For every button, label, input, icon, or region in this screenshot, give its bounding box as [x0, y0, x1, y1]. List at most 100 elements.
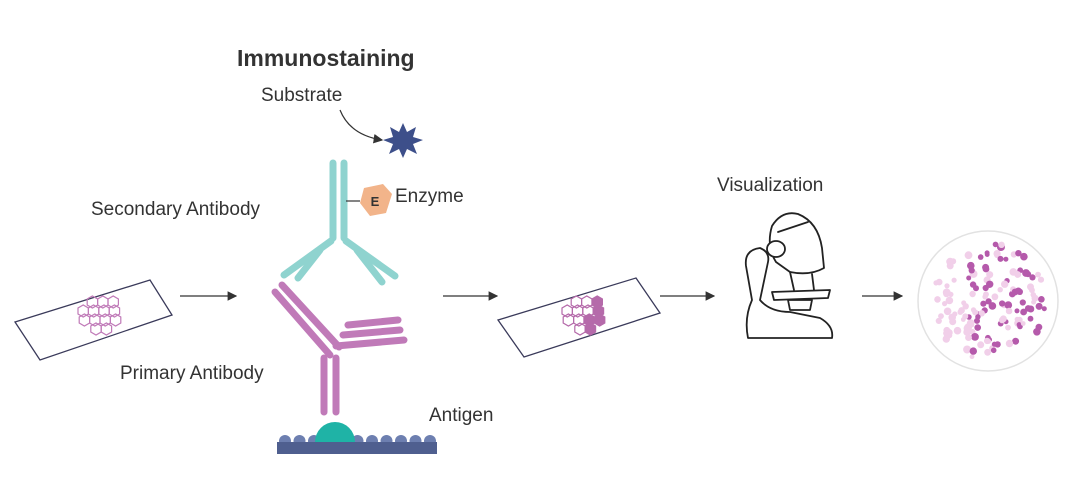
stained-cell: [1001, 280, 1009, 288]
micrograph-icon: [917, 230, 1059, 372]
stained-cell: [1012, 337, 1020, 345]
substrate-star-icon: [383, 123, 423, 158]
stained-cell: [942, 288, 951, 297]
stained-cell: [966, 275, 972, 281]
stained-cell: [962, 303, 969, 310]
stained-cell: [1005, 324, 1011, 331]
stained-cell: [953, 326, 962, 335]
title: Immunostaining: [237, 45, 415, 71]
stained-cell: [997, 255, 1004, 262]
tissue-cell: [109, 313, 122, 327]
stained-cell: [934, 296, 941, 303]
tissue-cell: [584, 322, 597, 336]
enzyme-icon: [360, 184, 392, 216]
stained-cell: [952, 311, 958, 317]
stained-cell: [971, 333, 979, 341]
stained-cell: [997, 287, 1003, 293]
stained-cell: [984, 348, 991, 356]
primary-antibody: [271, 281, 408, 416]
stained-cell: [969, 290, 976, 298]
stained-cell: [972, 309, 979, 316]
stained-cell: [969, 281, 977, 288]
microscope-icon: [744, 212, 834, 339]
stained-cell: [980, 300, 987, 307]
antigen: [315, 422, 355, 442]
stained-cell: [1027, 283, 1034, 291]
stained-cell: [985, 338, 992, 344]
stained-cell: [983, 291, 989, 298]
stained-cell: [1004, 301, 1013, 309]
stained-cell: [1038, 296, 1045, 303]
tissue-cell: [108, 304, 121, 318]
secondary-antibody-label: Secondary Antibody: [91, 199, 261, 220]
stained-cell: [964, 251, 973, 260]
tissue-cell: [100, 322, 113, 336]
stained-cell: [946, 262, 954, 270]
visualization-label: Visualization: [717, 175, 824, 196]
stained-cell: [1035, 271, 1041, 278]
stained-cell: [963, 345, 972, 354]
primary-antibody-label: Primary Antibody: [120, 363, 264, 384]
stained-cell: [988, 302, 997, 310]
enzyme-badge: E: [371, 194, 380, 209]
stained-cell: [986, 271, 994, 279]
stained-cell: [1035, 302, 1043, 310]
stained-slide-icon: [496, 277, 662, 358]
stained-cell: [935, 317, 942, 324]
stained-cell: [984, 250, 990, 256]
stained-cell: [1009, 268, 1018, 276]
stained-cell: [946, 332, 953, 339]
enzyme-label: Enzyme: [395, 186, 464, 207]
stained-cell: [977, 254, 984, 260]
stained-cell: [986, 280, 994, 288]
secondary-antibody: [280, 159, 399, 286]
stained-cell: [943, 307, 952, 316]
stained-cell: [998, 241, 1005, 248]
stained-cell: [977, 341, 985, 349]
stained-cell: [990, 347, 997, 354]
stained-cell: [1027, 305, 1035, 313]
substrate-label: Substrate: [261, 85, 343, 106]
stained-cell: [975, 314, 981, 320]
stained-cell: [1005, 307, 1013, 315]
stained-cell: [957, 309, 964, 315]
stained-cell: [1019, 299, 1026, 306]
stained-cell: [1041, 306, 1047, 312]
stained-cell: [1029, 274, 1036, 281]
antigen-label: Antigen: [429, 405, 494, 426]
stained-cell: [945, 296, 954, 305]
stained-cell: [944, 283, 950, 289]
tissue-cell: [591, 295, 604, 309]
stained-cell: [968, 267, 975, 274]
stained-cell: [935, 278, 943, 286]
stained-cell: [1031, 299, 1037, 305]
stained-cell: [942, 301, 948, 307]
stained-cell: [1037, 276, 1045, 283]
stained-cell: [951, 277, 957, 283]
stained-cell: [999, 300, 1006, 307]
stained-cell: [1027, 315, 1034, 322]
stained-cell: [1035, 323, 1043, 331]
stained-cell: [1020, 252, 1028, 261]
stained-cell: [1015, 250, 1022, 257]
tissue-cell: [107, 295, 120, 309]
stained-cell: [982, 265, 990, 273]
stained-cell: [1014, 308, 1020, 314]
stained-cell: [969, 347, 977, 355]
tissue-cell: [593, 313, 606, 327]
stained-cell: [938, 313, 944, 319]
stained-cell: [1005, 339, 1014, 348]
stained-cell: [1030, 292, 1037, 298]
stained-cell: [965, 328, 972, 335]
stained-cell: [966, 320, 973, 326]
stained-cell: [978, 310, 985, 317]
stained-cell: [965, 334, 972, 341]
stained-cell: [1016, 322, 1022, 328]
stained-cell: [1020, 321, 1026, 326]
membrane: [277, 435, 437, 454]
stained-cell: [998, 316, 1006, 324]
tissue-cell: [592, 304, 605, 318]
stained-cell: [993, 250, 1001, 258]
